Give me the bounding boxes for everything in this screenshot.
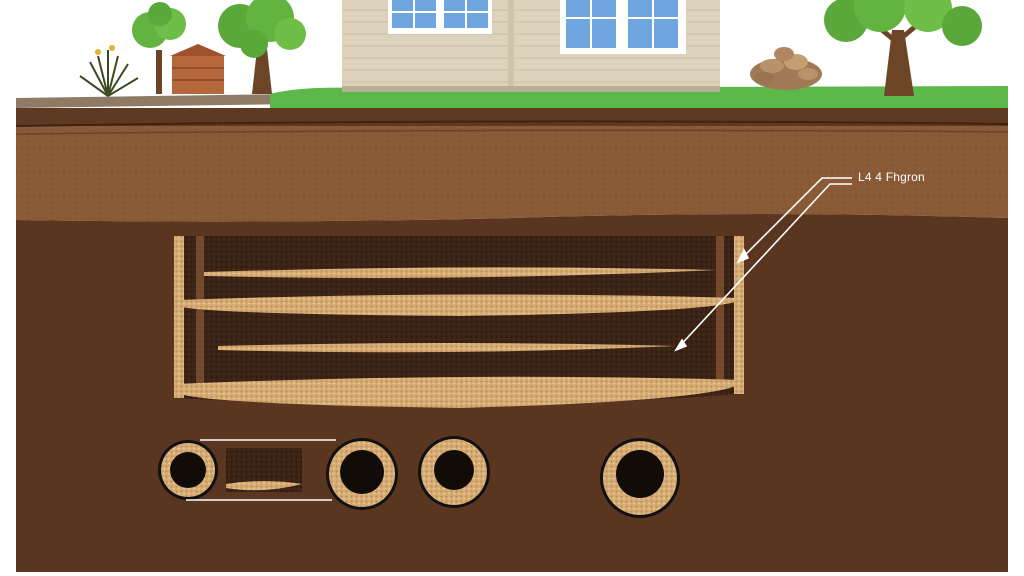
soil-line [15,129,1009,135]
callout-leader [674,177,852,352]
drain-field-trench [174,236,744,406]
flower [95,49,101,55]
pipe [418,436,490,508]
spiky-plant [79,50,139,97]
gravel-layer-2 [178,294,742,316]
gravel-layer-3 [218,343,676,353]
house [342,0,720,92]
pipe [326,438,398,510]
tree [218,0,306,94]
gravel-layer-4 [176,376,744,408]
pipe [158,440,218,500]
soil-line [15,120,1009,127]
pipe-section-cutaway [186,439,336,501]
tree [824,0,982,96]
gravel-layer-1 [204,267,716,278]
garden-bed [16,94,300,108]
rock-pile [750,47,822,90]
shed [170,44,226,94]
window-right [560,0,686,54]
topsoil-texture [16,108,1008,222]
flower [109,45,115,51]
small-tree [132,2,186,94]
window-left [388,0,492,34]
callout-label: L4 4 Fhgron [858,170,925,184]
pipe [600,438,680,518]
